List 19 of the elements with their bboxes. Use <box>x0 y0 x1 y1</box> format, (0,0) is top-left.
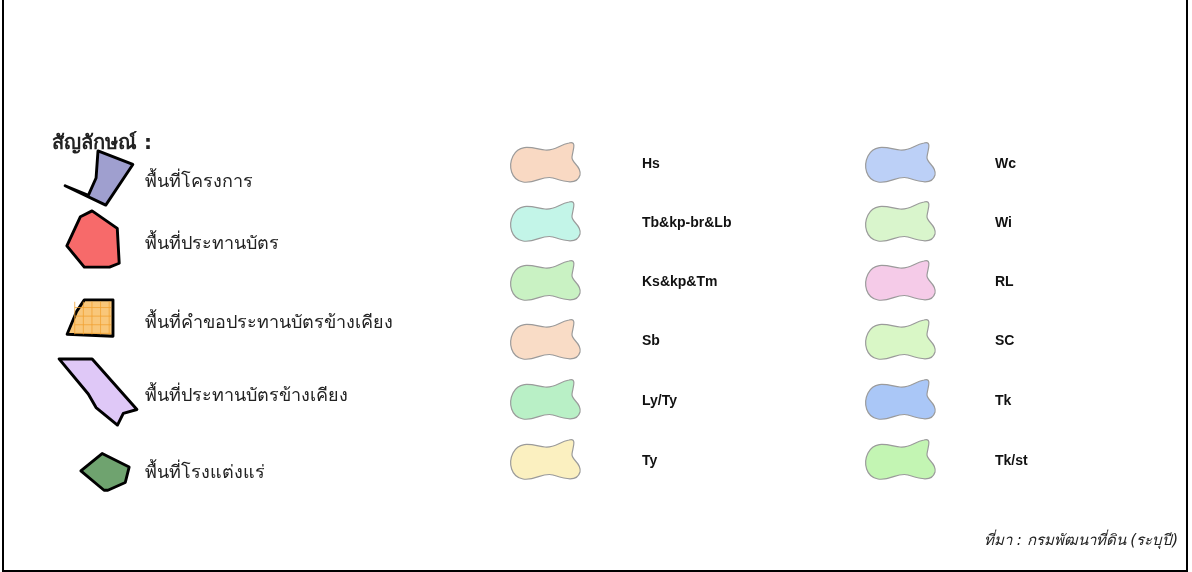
legend-label: พื้นที่โครงการ <box>145 167 253 193</box>
legend-label: พื้นที่ประทานบัตรข้างเคียง <box>145 381 348 407</box>
legend-label: RL <box>995 273 1014 289</box>
legend-label: พื้นที่ประทานบัตร <box>145 229 279 255</box>
legend-label: SC <box>995 332 1015 348</box>
legend-label: Tk/st <box>995 452 1028 468</box>
legend-label: Wc <box>995 155 1016 171</box>
legend-label: พื้นที่โรงแต่งแร่ <box>145 458 265 484</box>
legend-label: Ty <box>642 452 658 468</box>
legend-label: Ly/Ty <box>642 392 677 408</box>
legend-label: Tb&kp-br&Lb <box>642 214 732 230</box>
legend-label: Hs <box>642 155 660 171</box>
source-note: ที่มา : กรมพัฒนาที่ดิน (ระบุปี) <box>983 528 1178 551</box>
legend-label: Ks&kp&Tm <box>642 273 718 289</box>
legend-label: Sb <box>642 332 660 348</box>
legend-heading: สัญลักษณ์ : <box>52 129 152 156</box>
legend-label: พื้นที่คำขอประทานบัตรข้างเคียง <box>145 308 393 334</box>
legend-label: Wi <box>995 214 1012 230</box>
legend-label: Tk <box>995 392 1012 408</box>
